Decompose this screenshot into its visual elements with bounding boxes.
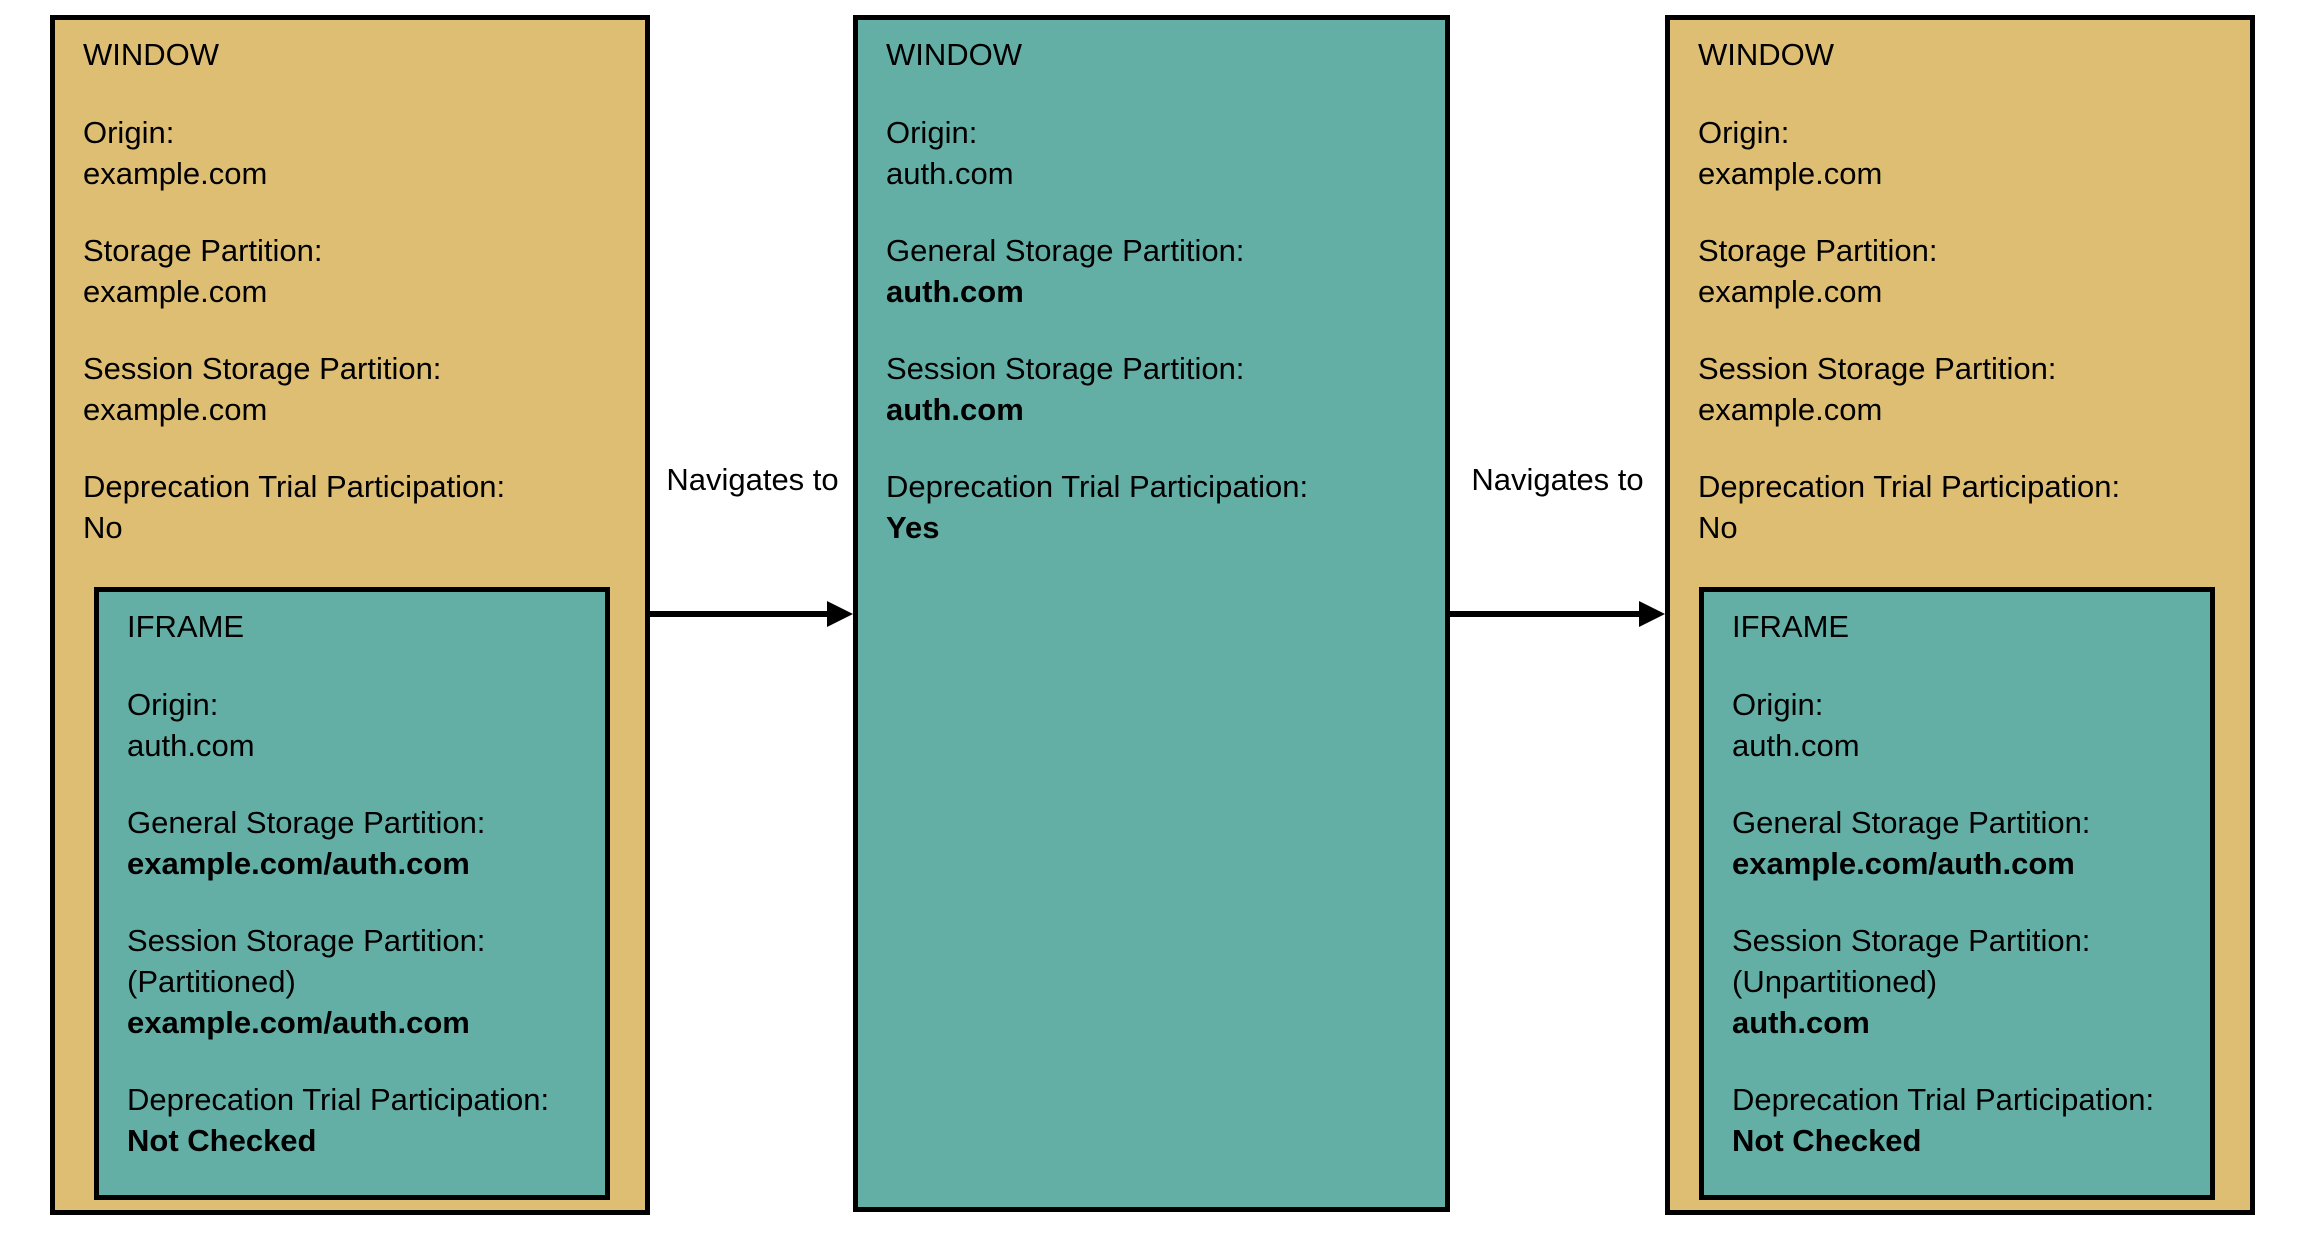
window-panel-2: WINDOW Origin: auth.com General Storage … bbox=[853, 15, 1450, 1212]
field-deprecation-trial-label: Deprecation Trial Participation: bbox=[83, 469, 506, 504]
iframe-field-deprecation-trial-label: Deprecation Trial Participation: bbox=[127, 1082, 550, 1117]
iframe-panel-1-content: IFRAME Origin: auth.com General Storage … bbox=[99, 592, 605, 1161]
field-origin: Origin: example.com bbox=[1698, 112, 2250, 194]
iframe-field-general-storage-partition-value: example.com/auth.com bbox=[127, 846, 470, 881]
field-origin-label: Origin: bbox=[886, 115, 978, 150]
window-panel-3-content: WINDOW Origin: example.com Storage Parti… bbox=[1670, 20, 2250, 548]
iframe-field-session-storage-partition-value: auth.com bbox=[1732, 1005, 1870, 1040]
arrow-1-label: Navigates to bbox=[666, 462, 839, 497]
field-storage-partition-value: example.com bbox=[1698, 274, 1883, 309]
iframe-panel-1: IFRAME Origin: auth.com General Storage … bbox=[94, 587, 610, 1200]
iframe-field-general-storage-partition: General Storage Partition: example.com/a… bbox=[127, 802, 605, 884]
iframe-field-session-storage-partition: Session Storage Partition: (Partitioned)… bbox=[127, 920, 605, 1043]
field-session-storage-partition-value: auth.com bbox=[886, 392, 1024, 427]
field-storage-partition: Storage Partition: example.com bbox=[83, 230, 645, 312]
navigates-to-arrow-2 bbox=[1450, 594, 1665, 634]
arrow-head-icon bbox=[827, 601, 853, 627]
field-session-storage-partition: Session Storage Partition: auth.com bbox=[886, 348, 1445, 430]
iframe-field-origin: Origin: auth.com bbox=[127, 684, 605, 766]
window-panel-1: WINDOW Origin: example.com Storage Parti… bbox=[50, 15, 650, 1215]
arrow-2-label: Navigates to bbox=[1471, 462, 1644, 497]
field-deprecation-trial-value: Yes bbox=[886, 510, 940, 545]
field-deprecation-trial-label: Deprecation Trial Participation: bbox=[1698, 469, 2121, 504]
iframe-field-deprecation-trial-label: Deprecation Trial Participation: bbox=[1732, 1082, 2155, 1117]
iframe-field-deprecation-trial: Deprecation Trial Participation: Not Che… bbox=[127, 1079, 605, 1161]
iframe-panel-3: IFRAME Origin: auth.com General Storage … bbox=[1699, 587, 2215, 1200]
field-storage-partition: Storage Partition: example.com bbox=[1698, 230, 2250, 312]
window-panel-1-title: WINDOW bbox=[83, 37, 220, 72]
field-origin-value: auth.com bbox=[886, 156, 1014, 191]
iframe-field-session-storage-partition-label: Session Storage Partition: bbox=[127, 923, 486, 958]
iframe-field-deprecation-trial-value: Not Checked bbox=[127, 1123, 317, 1158]
field-deprecation-trial-value: No bbox=[1698, 510, 1738, 545]
field-deprecation-trial: Deprecation Trial Participation: Yes bbox=[886, 466, 1445, 548]
window-panel-2-title: WINDOW bbox=[886, 37, 1023, 72]
iframe-field-session-storage-partition-value: example.com/auth.com bbox=[127, 1005, 470, 1040]
iframe-field-session-storage-partition-label: Session Storage Partition: bbox=[1732, 923, 2091, 958]
iframe-panel-1-title: IFRAME bbox=[127, 609, 245, 644]
field-session-storage-partition-label: Session Storage Partition: bbox=[1698, 351, 2057, 386]
field-session-storage-partition-value: example.com bbox=[83, 392, 268, 427]
iframe-field-origin-value: auth.com bbox=[1732, 728, 1860, 763]
arrow-head-icon bbox=[1639, 601, 1665, 627]
field-deprecation-trial: Deprecation Trial Participation: No bbox=[1698, 466, 2250, 548]
window-panel-2-content: WINDOW Origin: auth.com General Storage … bbox=[858, 20, 1445, 548]
field-session-storage-partition-value: example.com bbox=[1698, 392, 1883, 427]
field-deprecation-trial: Deprecation Trial Participation: No bbox=[83, 466, 645, 548]
iframe-field-origin: Origin: auth.com bbox=[1732, 684, 2210, 766]
field-storage-partition-label: Storage Partition: bbox=[1698, 233, 1938, 268]
iframe-field-deprecation-trial: Deprecation Trial Participation: Not Che… bbox=[1732, 1079, 2210, 1161]
iframe-panel-3-title: IFRAME bbox=[1732, 609, 1850, 644]
field-storage-partition-label: Storage Partition: bbox=[83, 233, 323, 268]
field-session-storage-partition: Session Storage Partition: example.com bbox=[83, 348, 645, 430]
iframe-field-general-storage-partition: General Storage Partition: example.com/a… bbox=[1732, 802, 2210, 884]
iframe-field-session-storage-partition: Session Storage Partition: (Unpartitione… bbox=[1732, 920, 2210, 1043]
field-origin-value: example.com bbox=[83, 156, 268, 191]
field-origin-label: Origin: bbox=[83, 115, 175, 150]
arrow-shaft bbox=[650, 611, 830, 617]
iframe-field-session-storage-partition-sub: (Partitioned) bbox=[127, 964, 296, 999]
navigates-to-arrow-1 bbox=[650, 594, 853, 634]
iframe-field-session-storage-partition-sub: (Unpartitioned) bbox=[1732, 964, 1938, 999]
field-origin: Origin: auth.com bbox=[886, 112, 1445, 194]
iframe-field-deprecation-trial-value: Not Checked bbox=[1732, 1123, 1922, 1158]
field-storage-partition-value: example.com bbox=[83, 274, 268, 309]
field-session-storage-partition-label: Session Storage Partition: bbox=[83, 351, 442, 386]
iframe-panel-3-content: IFRAME Origin: auth.com General Storage … bbox=[1704, 592, 2210, 1161]
window-panel-3: WINDOW Origin: example.com Storage Parti… bbox=[1665, 15, 2255, 1215]
field-origin: Origin: example.com bbox=[83, 112, 645, 194]
field-deprecation-trial-label: Deprecation Trial Participation: bbox=[886, 469, 1309, 504]
window-panel-1-content: WINDOW Origin: example.com Storage Parti… bbox=[55, 20, 645, 548]
iframe-field-origin-value: auth.com bbox=[127, 728, 255, 763]
field-session-storage-partition-label: Session Storage Partition: bbox=[886, 351, 1245, 386]
field-origin-label: Origin: bbox=[1698, 115, 1790, 150]
field-origin-value: example.com bbox=[1698, 156, 1883, 191]
field-general-storage-partition-value: auth.com bbox=[886, 274, 1024, 309]
field-deprecation-trial-value: No bbox=[83, 510, 123, 545]
field-general-storage-partition-label: General Storage Partition: bbox=[886, 233, 1245, 268]
iframe-field-origin-label: Origin: bbox=[1732, 687, 1824, 722]
window-panel-3-title: WINDOW bbox=[1698, 37, 1835, 72]
field-general-storage-partition: General Storage Partition: auth.com bbox=[886, 230, 1445, 312]
arrow-shaft bbox=[1450, 611, 1642, 617]
iframe-field-general-storage-partition-label: General Storage Partition: bbox=[127, 805, 486, 840]
iframe-field-origin-label: Origin: bbox=[127, 687, 219, 722]
iframe-field-general-storage-partition-value: example.com/auth.com bbox=[1732, 846, 2075, 881]
iframe-field-general-storage-partition-label: General Storage Partition: bbox=[1732, 805, 2091, 840]
field-session-storage-partition: Session Storage Partition: example.com bbox=[1698, 348, 2250, 430]
